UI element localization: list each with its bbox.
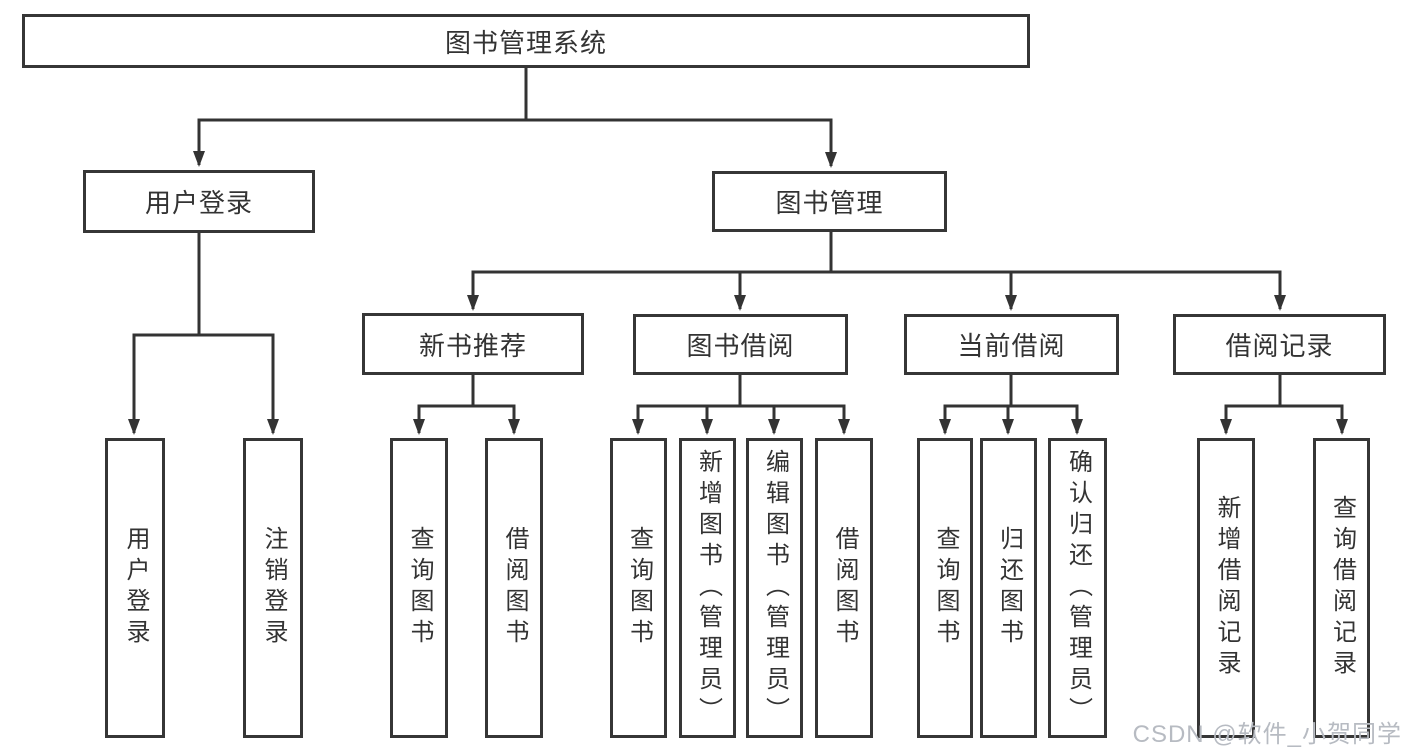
leaf-label: 查询借阅记录 [1328, 495, 1356, 681]
node-borrowing-records: 借阅记录 [1173, 314, 1386, 375]
leaf-label: 借阅图书 [501, 526, 528, 650]
leaf-add-borrow-record: 新增借阅记录 [1197, 438, 1255, 738]
leaf-label: 注销登录 [260, 526, 287, 650]
leaf-label: 用户登录 [122, 526, 149, 650]
leaf-label: 确认归还（管理员） [1064, 448, 1092, 728]
leaf-query-books-recommend: 查询图书 [390, 438, 448, 738]
node-label: 用户登录 [144, 188, 253, 218]
leaf-label: 借阅图书 [831, 526, 858, 650]
leaf-label: 查询图书 [932, 526, 959, 650]
node-user-login: 用户登录 [83, 170, 315, 233]
node-current-borrowing: 当前借阅 [904, 314, 1119, 375]
leaf-edit-books-admin: 编辑图书（管理员） [746, 438, 803, 738]
node-new-book-recommendation: 新书推荐 [362, 313, 584, 375]
leaf-add-books-admin: 新增图书（管理员） [679, 438, 736, 738]
leaf-query-books-borrowing: 查询图书 [610, 438, 667, 738]
node-label: 图书管理系统 [444, 27, 607, 58]
leaf-confirm-return-admin: 确认归还（管理员） [1048, 438, 1107, 738]
leaf-return-books: 归还图书 [980, 438, 1037, 738]
leaf-label: 查询图书 [406, 526, 433, 650]
leaf-borrow-books-recommend: 借阅图书 [485, 438, 543, 738]
leaf-label: 编辑图书（管理员） [761, 448, 789, 728]
node-label: 借阅记录 [1225, 331, 1334, 361]
leaf-label: 新增借阅记录 [1213, 495, 1240, 681]
node-book-borrowing: 图书借阅 [633, 314, 848, 375]
leaf-label: 新增图书（管理员） [694, 448, 722, 728]
node-label: 当前借阅 [957, 331, 1066, 361]
csdn-watermark: CSDN @软件_小贺同学 [1132, 721, 1402, 747]
node-label: 图书管理 [775, 188, 884, 218]
leaf-user-login: 用户登录 [105, 438, 165, 738]
node-label: 新书推荐 [418, 330, 527, 361]
leaf-label: 查询图书 [625, 526, 653, 650]
node-book-management: 图书管理 [712, 171, 947, 232]
leaf-query-books-current: 查询图书 [917, 438, 973, 738]
leaf-logout-login: 注销登录 [243, 438, 303, 738]
leaf-label: 归还图书 [995, 526, 1023, 650]
leaf-query-borrow-record: 查询借阅记录 [1313, 438, 1370, 738]
node-label: 图书借阅 [686, 331, 795, 361]
leaf-borrow-books-borrowing: 借阅图书 [815, 438, 873, 738]
node-library-system: 图书管理系统 [22, 14, 1030, 68]
